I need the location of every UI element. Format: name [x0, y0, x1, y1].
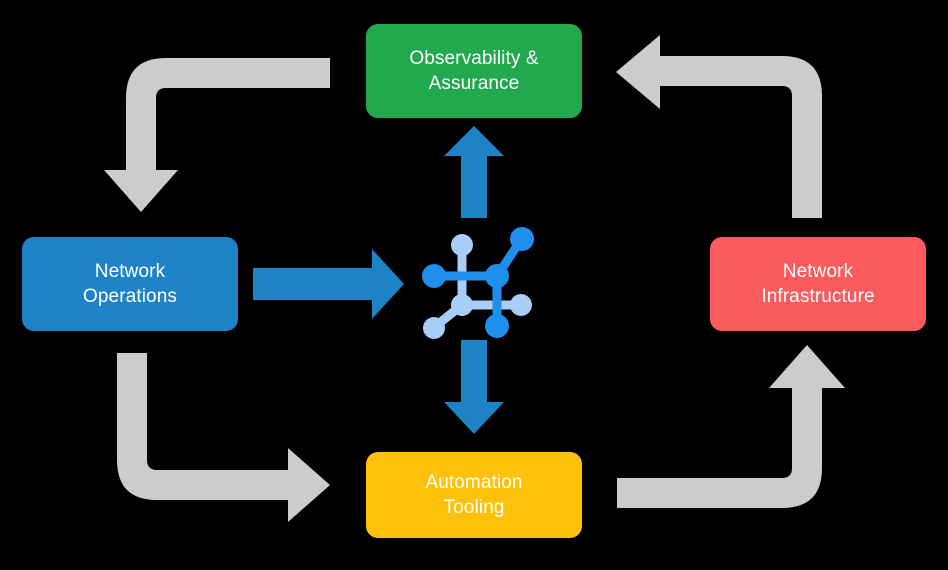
arrow-operations-to-automation [117, 353, 330, 522]
arrow-automation-to-infrastructure [617, 345, 845, 508]
arrow-observability-to-operations [104, 58, 330, 212]
node-box-infrastructure[interactable]: Network Infrastructure [710, 237, 926, 331]
node-label-infrastructure: Network Infrastructure [761, 260, 875, 307]
network-icon-links [431, 235, 526, 330]
arrow-infrastructure-to-observability [616, 35, 822, 218]
node-label-automation: Automation Tooling [425, 471, 523, 518]
node-box-automation[interactable]: Automation Tooling [366, 452, 582, 538]
node-label-observability: Observability & Assurance [409, 47, 539, 94]
node-box-observability[interactable]: Observability & Assurance [366, 24, 582, 118]
network-icon-nodes [422, 227, 534, 339]
arrow-center-to-observability [444, 126, 504, 218]
arrow-operations-to-center [253, 249, 404, 319]
node-box-operations[interactable]: Network Operations [22, 237, 238, 331]
arrow-center-to-automation [444, 340, 504, 434]
node-label-operations: Network Operations [83, 260, 177, 307]
